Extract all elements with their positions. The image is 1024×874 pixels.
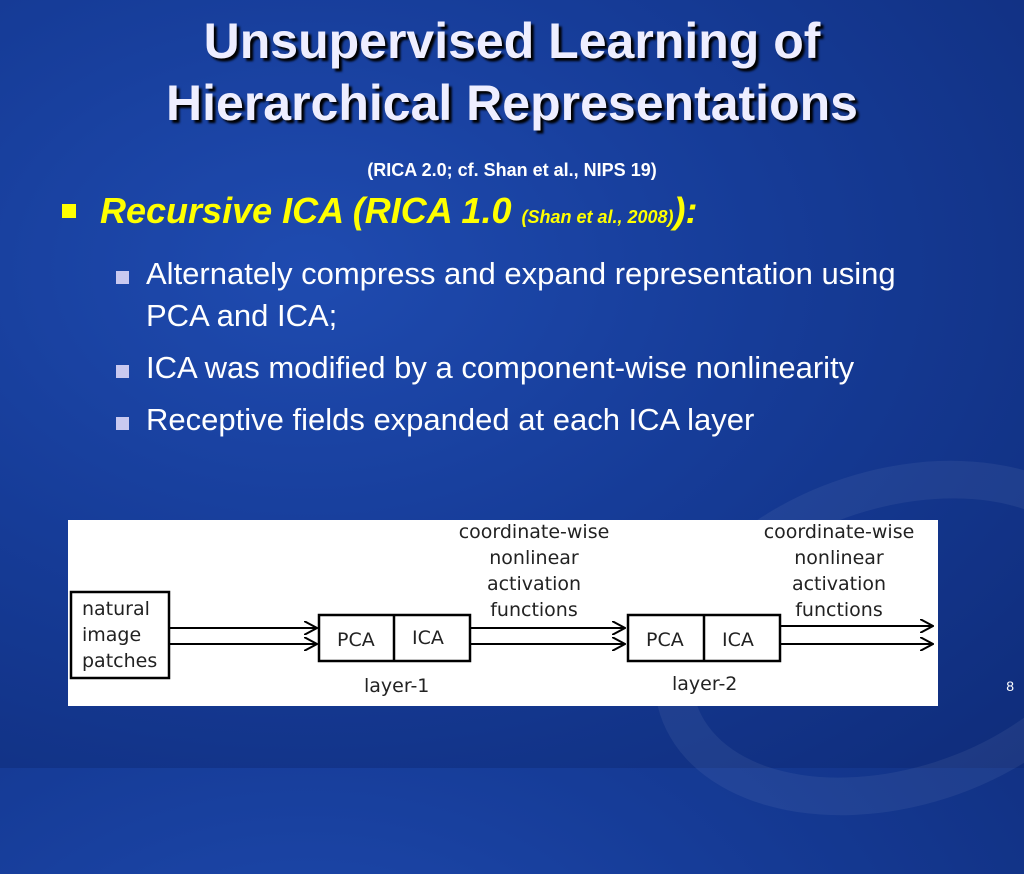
rica-diagram-svg: natural image patches PCA ICA layer-1 co… xyxy=(69,521,938,697)
slide-title: Unsupervised Learning of Hierarchical Re… xyxy=(0,10,1024,134)
activation-2-line-3: activation xyxy=(792,573,886,595)
sub-bullet: Receptive fields expanded at each ICA la… xyxy=(116,399,956,441)
sub-bullet-text: ICA was modified by a component-wise non… xyxy=(146,350,855,385)
sub-bullet: Alternately compress and expand represen… xyxy=(116,253,956,337)
layer-1-label: layer-1 xyxy=(364,675,429,697)
slide-subtitle: (RICA 2.0; cf. Shan et al., NIPS 19) xyxy=(367,160,657,180)
layer-2-pca-label: PCA xyxy=(646,629,684,651)
sub-bullet-list: Alternately compress and expand represen… xyxy=(116,253,956,451)
input-label-line-3: patches xyxy=(82,650,157,672)
sub-bullet: ICA was modified by a component-wise non… xyxy=(116,347,956,389)
square-bullet-icon xyxy=(116,271,129,284)
square-bullet-icon xyxy=(116,365,129,378)
square-bullet-icon xyxy=(116,417,129,430)
activation-2-line-4: functions xyxy=(795,599,883,621)
square-bullet-icon xyxy=(62,204,76,218)
main-bullet-citation: (Shan et al., 2008) xyxy=(521,207,674,227)
layer-2-ica-label: ICA xyxy=(722,629,754,651)
input-box xyxy=(69,590,171,680)
activation-2-line-1: coordinate-wise xyxy=(764,521,915,543)
activation-1-line-2: nonlinear xyxy=(489,547,579,569)
main-bullet-suffix: ): xyxy=(673,190,698,231)
activation-1-line-4: functions xyxy=(490,599,578,621)
layer-1-pca-label: PCA xyxy=(337,629,375,651)
title-line-2: Hierarchical Representations xyxy=(166,75,858,131)
title-line-1: Unsupervised Learning of xyxy=(203,13,821,69)
activation-1-line-3: activation xyxy=(487,573,581,595)
activation-1-line-1: coordinate-wise xyxy=(459,521,610,543)
main-bullet-label: Recursive ICA (RICA 1.0 xyxy=(100,190,522,231)
main-bullet-text: Recursive ICA (RICA 1.0 (Shan et al., 20… xyxy=(100,190,698,232)
page-number: 8 xyxy=(1006,678,1014,694)
main-bullet: Recursive ICA (RICA 1.0 (Shan et al., 20… xyxy=(62,190,982,232)
input-label-line-1: natural xyxy=(82,598,150,620)
sub-bullet-text: Alternately compress and expand represen… xyxy=(146,256,896,333)
sub-bullet-text: Receptive fields expanded at each ICA la… xyxy=(146,402,755,437)
rica-diagram: natural image patches PCA ICA layer-1 co… xyxy=(68,520,938,706)
activation-2-line-2: nonlinear xyxy=(794,547,884,569)
input-label-line-2: image xyxy=(82,624,141,646)
layer-2-label: layer-2 xyxy=(672,673,737,695)
layer-1-ica-label: ICA xyxy=(412,627,444,649)
